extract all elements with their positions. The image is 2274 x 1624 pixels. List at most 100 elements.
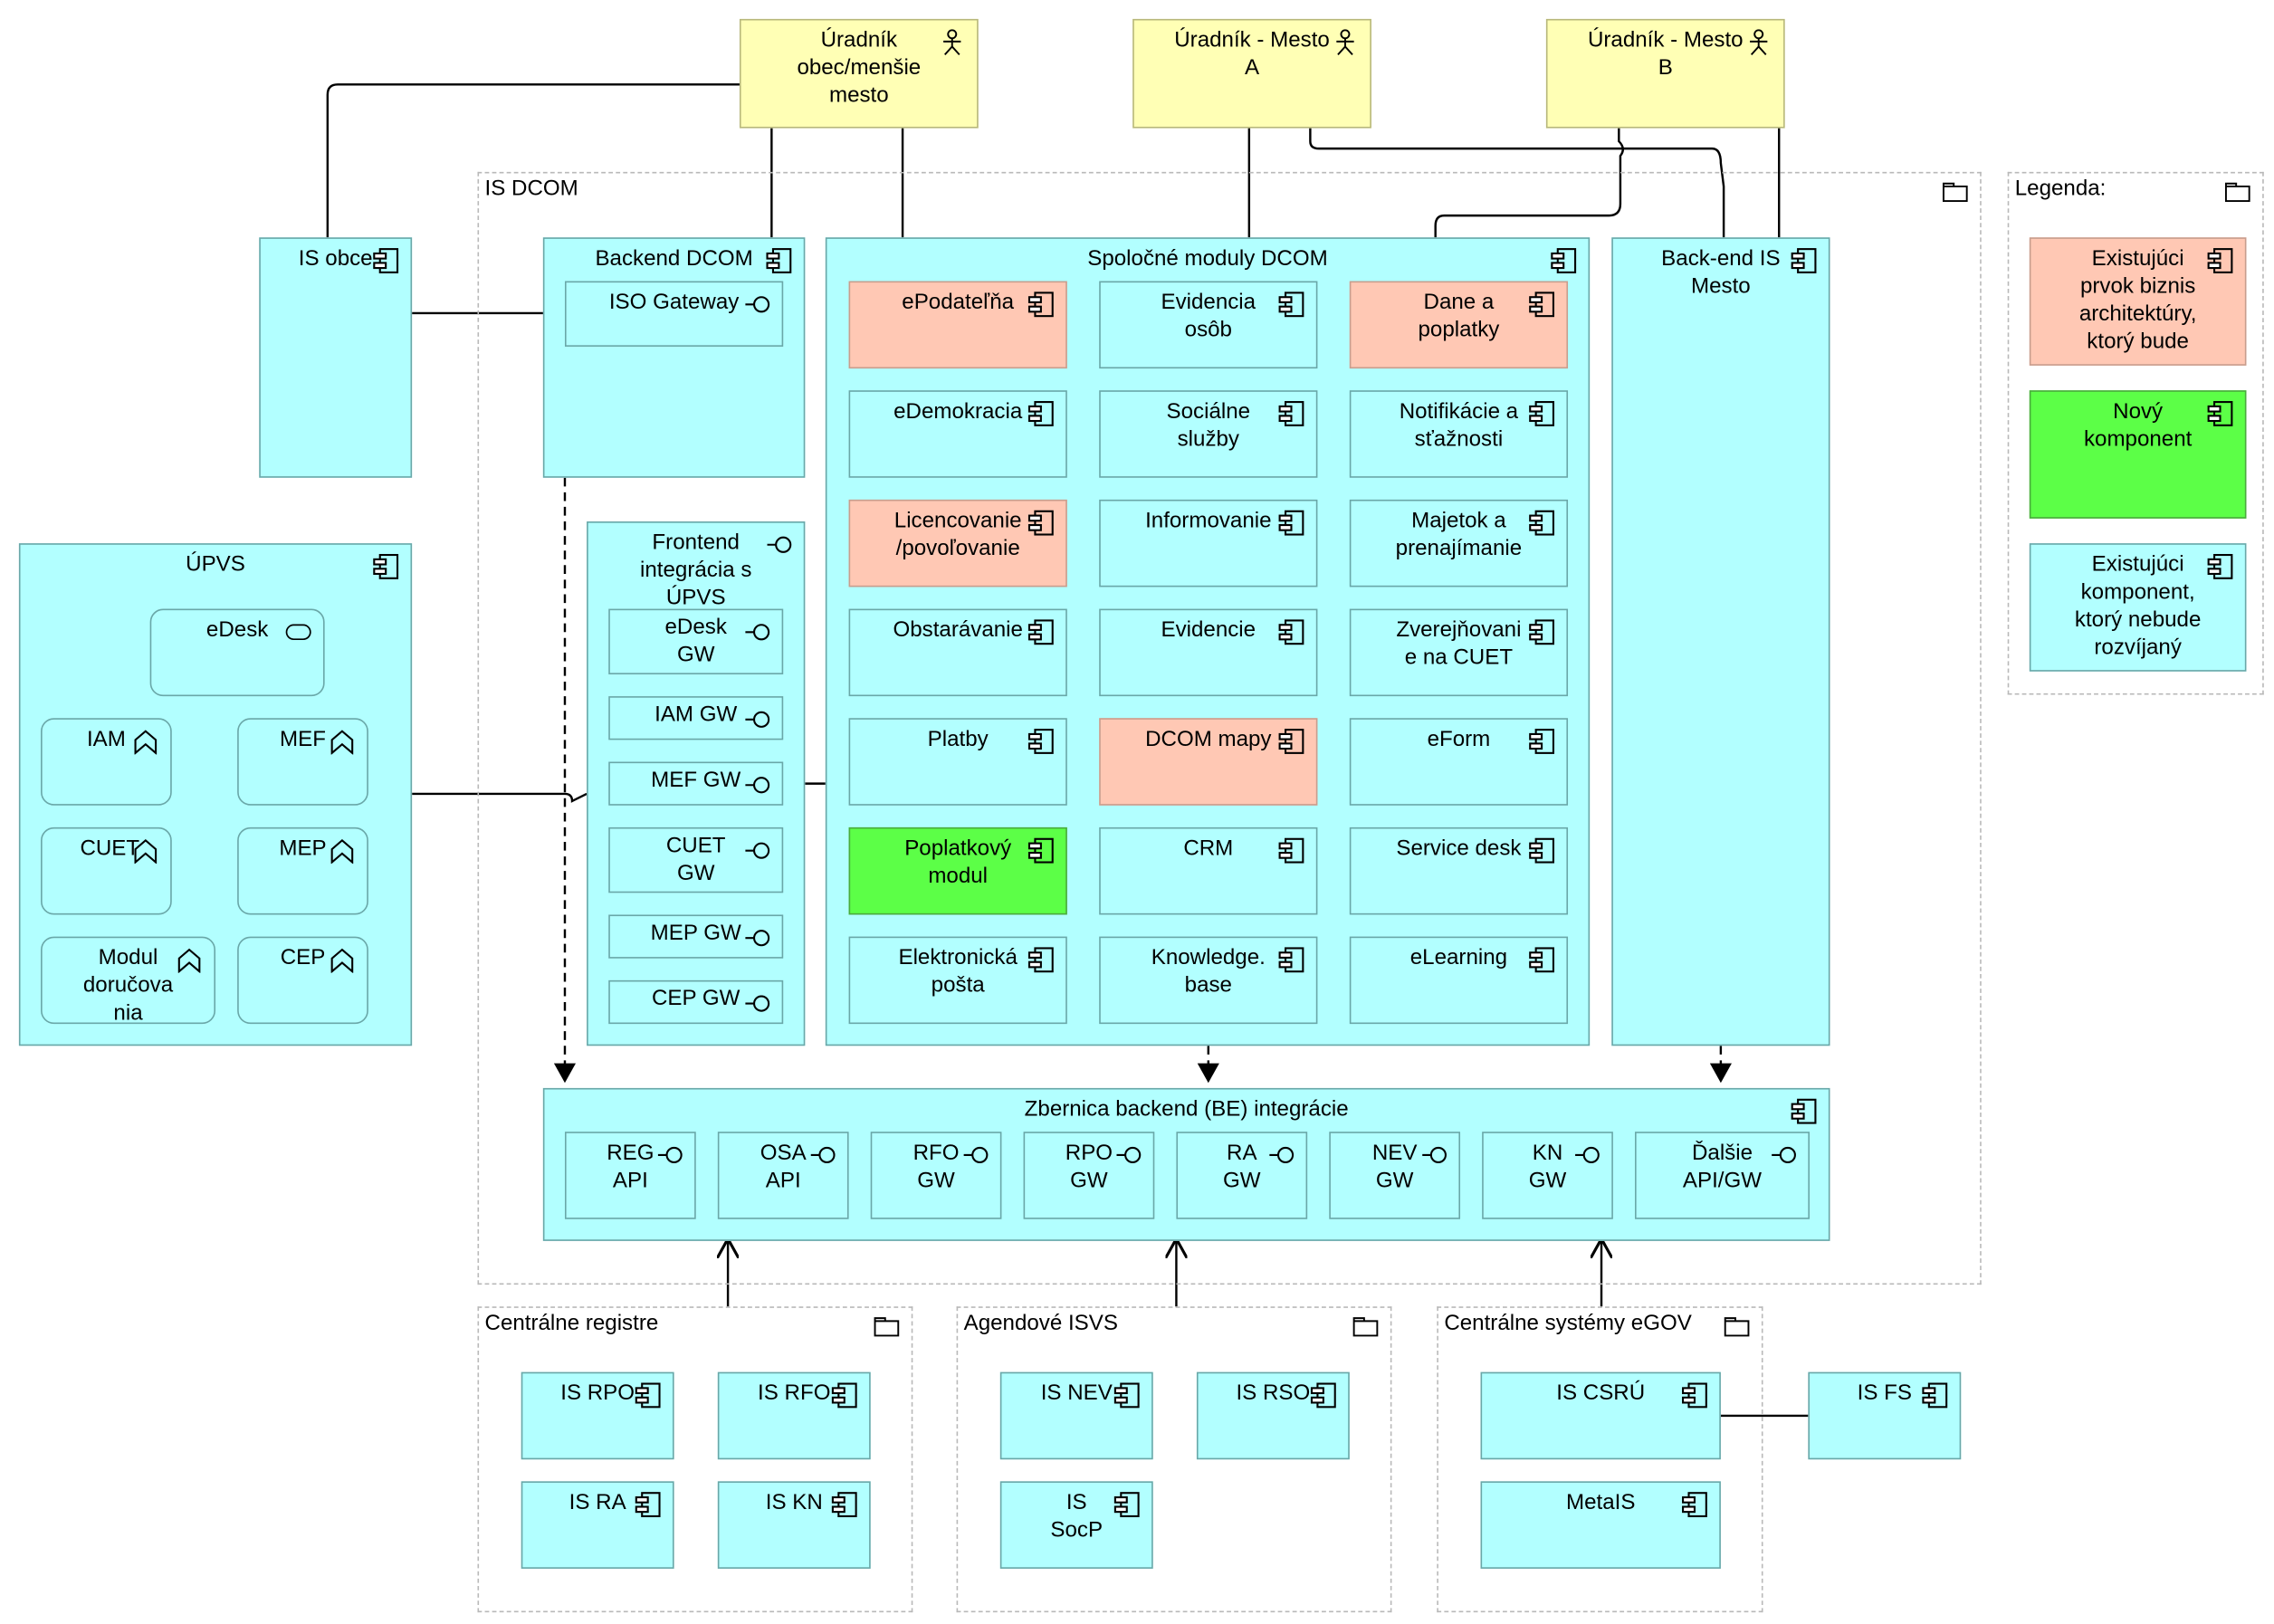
actor-uradnik-mesto-b[interactable]: Úradník - Mesto B — [1545, 18, 1785, 129]
bus-interface-8[interactable]: Ďalšie API/GW — [1635, 1132, 1810, 1219]
backend-dcom-component[interactable]: Backend DCOM — [542, 237, 806, 478]
upvs-service-5[interactable]: MEP — [237, 826, 368, 915]
module-5-label: Sociálne služby — [1166, 398, 1251, 452]
register-4-label: IS KN — [765, 1490, 823, 1515]
module-17[interactable]: CRM — [1099, 826, 1318, 915]
actor-icon — [939, 29, 965, 55]
frontend-gateway-6[interactable]: CEP GW — [608, 979, 784, 1025]
interface-icon — [744, 291, 770, 318]
iso-gateway-interface-label: ISO Gateway — [608, 290, 740, 315]
group-legenda-label: Legenda: — [2014, 176, 2107, 202]
component-icon — [766, 248, 792, 274]
folder-icon — [1942, 179, 1968, 205]
component-icon — [1310, 1382, 1336, 1409]
upvs-service-3[interactable]: MEF — [237, 718, 368, 806]
module-21[interactable]: eLearning — [1349, 936, 1569, 1025]
frontend-gateway-1[interactable]: eDesk GW — [608, 608, 784, 674]
upvs-service-6-label: Modul doručova nia — [82, 945, 174, 1025]
agendove-3[interactable]: IS SocP — [999, 1481, 1153, 1569]
frontend-gateway-2[interactable]: IAM GW — [608, 696, 784, 740]
component-icon — [1529, 837, 1555, 864]
actor-icon — [1333, 29, 1359, 55]
folder-icon — [874, 1314, 900, 1340]
bus-interface-6[interactable]: NEV GW — [1329, 1132, 1461, 1219]
bus-interface-3[interactable]: RFO GW — [870, 1132, 1002, 1219]
line-mestoA-to-backend-is — [1309, 128, 1725, 238]
register-2[interactable]: IS RFO — [717, 1371, 871, 1460]
egov-1[interactable]: IS CSRÚ — [1480, 1371, 1721, 1460]
module-6[interactable]: Notifikácie a sťažnosti — [1349, 390, 1569, 478]
actor-icon — [1745, 29, 1772, 55]
upvs-service-2[interactable]: IAM — [41, 718, 172, 806]
folder-icon — [1724, 1314, 1750, 1340]
module-16[interactable]: Poplatkový modul — [848, 826, 1067, 915]
component-icon — [1027, 619, 1054, 645]
module-8[interactable]: Informovanie — [1099, 499, 1318, 588]
module-19[interactable]: Elektronická pošta — [848, 936, 1067, 1025]
module-20-label: Knowledge. base — [1151, 945, 1266, 998]
egov-3[interactable]: MetaIS — [1480, 1481, 1721, 1569]
egov-3-label: MetaIS — [1565, 1490, 1636, 1515]
backend-is-mesto-component[interactable]: Back-end IS Mesto — [1611, 237, 1830, 1046]
module-10[interactable]: Obstarávanie — [848, 608, 1067, 697]
group-is-dcom-label: IS DCOM — [484, 176, 578, 202]
bus-interface-7[interactable]: KN GW — [1482, 1132, 1613, 1219]
frontend-gateway-4-label: CUET GW — [665, 833, 726, 886]
frontend-gateway-4[interactable]: CUET GW — [608, 826, 784, 893]
actor-uradnik-obec[interactable]: Úradník obec/menšie mesto — [739, 18, 979, 129]
component-icon — [1278, 510, 1304, 536]
module-15-label: eForm — [1427, 726, 1491, 752]
component-icon — [373, 553, 399, 579]
module-2[interactable]: Evidencia osôb — [1099, 281, 1318, 369]
legend-item-1[interactable]: Existujúci prvok biznis architektúry, kt… — [2029, 237, 2247, 366]
module-12[interactable]: Zverejňovani e na CUET — [1349, 608, 1569, 697]
module-5[interactable]: Sociálne služby — [1099, 390, 1318, 478]
component-icon — [1529, 510, 1555, 536]
agendove-1[interactable]: IS NEV — [999, 1371, 1153, 1460]
folder-icon — [2224, 179, 2250, 205]
agendove-2[interactable]: IS RSO — [1196, 1371, 1350, 1460]
module-13[interactable]: Platby — [848, 718, 1067, 806]
module-4-label: eDemokracia — [893, 398, 1023, 425]
upvs-service-4[interactable]: CUET — [41, 826, 172, 915]
module-3-label: Dane a poplatky — [1418, 290, 1500, 343]
component-icon — [1278, 729, 1304, 755]
module-9[interactable]: Majetok a prenajímanie — [1349, 499, 1569, 588]
legend-item-3[interactable]: Existujúci komponent, ktorý nebude rozví… — [2029, 543, 2247, 672]
upvs-service-6[interactable]: Modul doručova nia — [41, 936, 216, 1025]
register-1[interactable]: IS RPO — [521, 1371, 674, 1460]
module-1[interactable]: ePodateľňa — [848, 281, 1067, 369]
frontend-gateway-5[interactable]: MEP GW — [608, 914, 784, 959]
module-20[interactable]: Knowledge. base — [1099, 936, 1318, 1025]
iso-gateway-interface[interactable]: ISO Gateway — [564, 281, 784, 347]
interface-icon — [744, 990, 770, 1017]
module-7[interactable]: Licencovanie /povoľovanie — [848, 499, 1067, 588]
register-3[interactable]: IS RA — [521, 1481, 674, 1569]
module-18[interactable]: Service desk — [1349, 826, 1569, 915]
module-14[interactable]: DCOM mapy — [1099, 718, 1318, 806]
frontend-gateway-3[interactable]: MEF GW — [608, 761, 784, 806]
bus-interface-5[interactable]: RA GW — [1176, 1132, 1308, 1219]
upvs-service-7[interactable]: CEP — [237, 936, 368, 1025]
register-4[interactable]: IS KN — [717, 1481, 871, 1569]
module-15[interactable]: eForm — [1349, 718, 1569, 806]
module-3[interactable]: Dane a poplatky — [1349, 281, 1569, 369]
interface-icon — [744, 772, 770, 798]
is-obce-component[interactable]: IS obce — [259, 237, 413, 478]
module-4[interactable]: eDemokracia — [848, 390, 1067, 478]
component-icon — [1681, 1492, 1707, 1518]
legend-item-2[interactable]: Nový komponent — [2029, 390, 2247, 519]
module-11[interactable]: Evidencie — [1099, 608, 1318, 697]
egov-2[interactable]: IS FS — [1808, 1371, 1962, 1460]
upvs-service-1[interactable]: eDesk — [149, 608, 325, 697]
bus-interface-2[interactable]: OSA API — [717, 1132, 849, 1219]
group-agendove-isvs-label: Agendové ISVS — [963, 1311, 1118, 1336]
interface-icon — [1268, 1142, 1295, 1168]
actor-uradnik-mesto-a[interactable]: Úradník - Mesto A — [1132, 18, 1371, 129]
bus-interface-1[interactable]: REG API — [564, 1132, 696, 1219]
component-icon — [1791, 248, 1817, 274]
line-mestoB-to-spolocne — [1434, 128, 1624, 238]
bus-interface-4[interactable]: RPO GW — [1023, 1132, 1155, 1219]
component-icon — [1027, 291, 1054, 318]
